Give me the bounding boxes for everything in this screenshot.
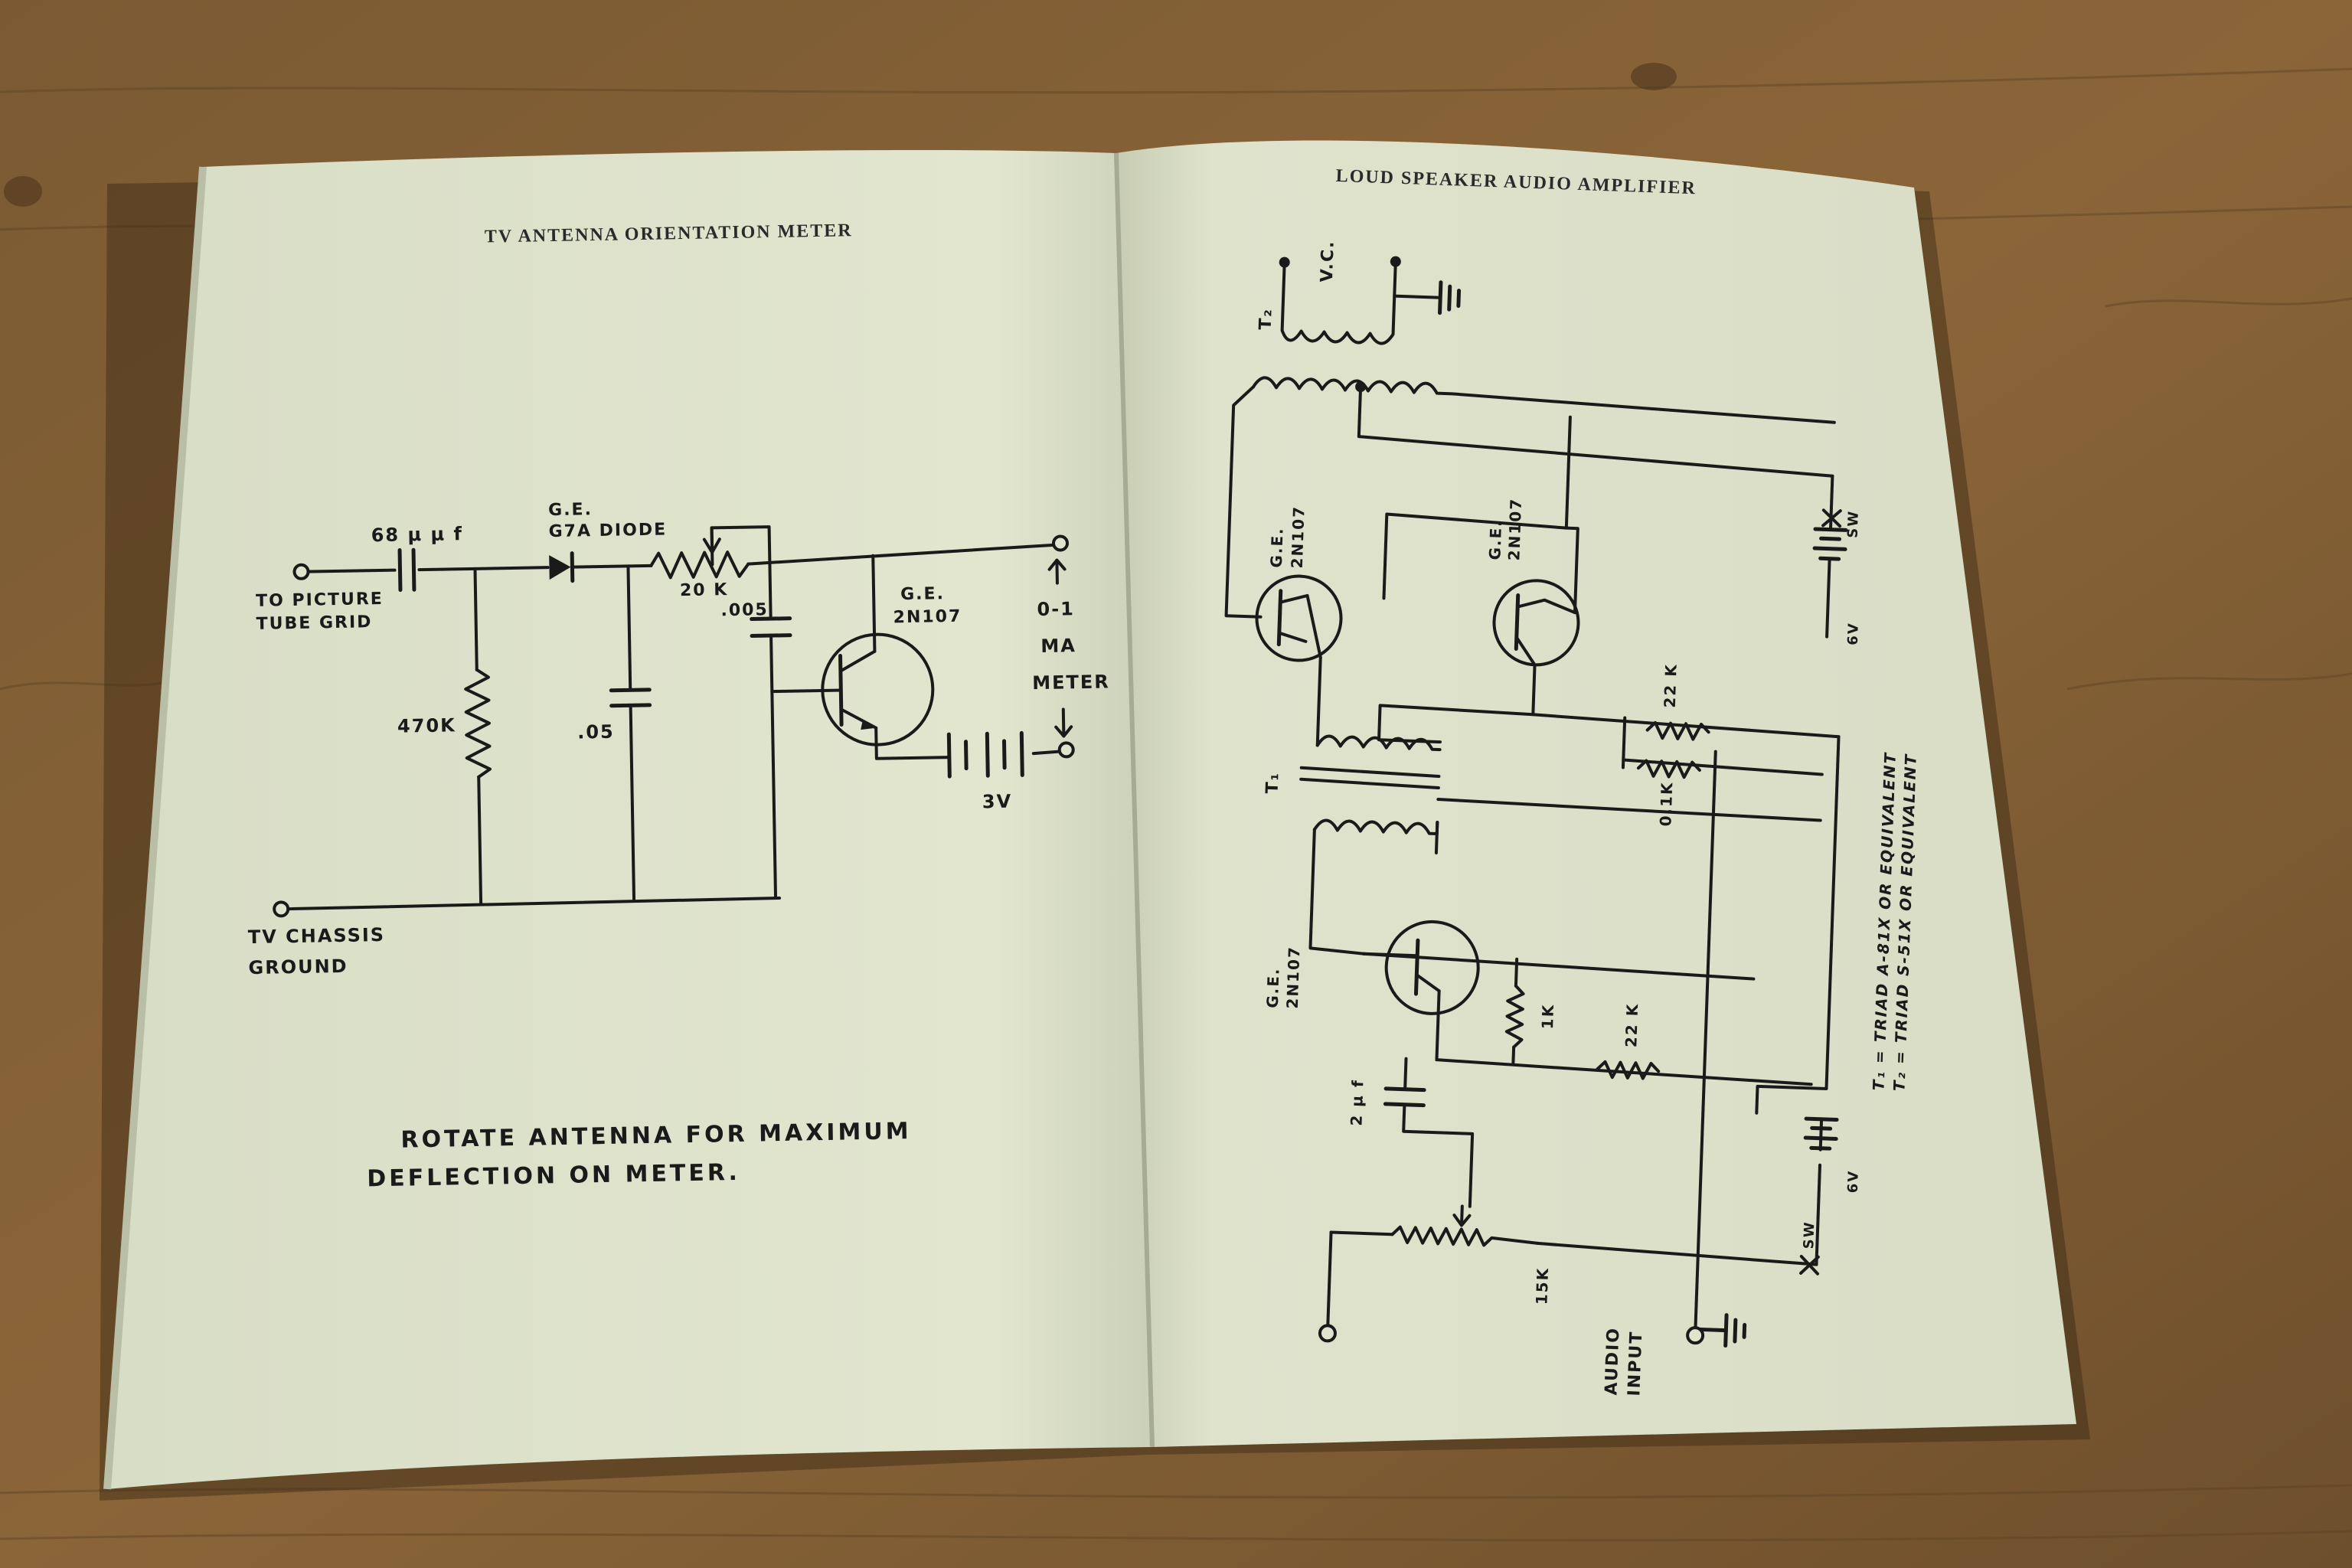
label-1k: 1K (1538, 1003, 1557, 1029)
note-line-2: DEFLECTION ON METER. (367, 1159, 740, 1193)
wood-knot (1631, 63, 1677, 90)
pot-15k-wiper (1452, 1204, 1472, 1227)
label-ge-transistor: G.E. (900, 584, 945, 604)
label-6v-a: 6V (1845, 622, 1862, 645)
resistor-0-1k (1636, 759, 1701, 779)
label-0-1k: 0.1K (1656, 781, 1676, 827)
capacitor-005 (750, 616, 792, 639)
capacitor-05 (609, 688, 652, 708)
label-470k: 470K (397, 714, 456, 737)
left-page-edges (103, 166, 207, 1490)
label-15k: 15K (1532, 1266, 1552, 1305)
label-q2-brand: G.E. (1485, 519, 1505, 560)
book-gutter (1114, 152, 1155, 1448)
label-to-picture: TO PICTURE (256, 590, 384, 611)
label-tv-chassis: TV CHASSIS (248, 924, 386, 948)
amp-wires (1224, 385, 1841, 1331)
potentiometer-15k (1390, 1225, 1540, 1247)
capacitor-68uuf (397, 547, 416, 593)
terminals (273, 534, 1075, 918)
label-t1: T₁ (1263, 771, 1282, 794)
pot-wiper (702, 526, 721, 554)
meter-arrows (1047, 558, 1073, 738)
label-22k-b: 22 K (1622, 1002, 1642, 1047)
label-meter: METER (1032, 671, 1110, 694)
label-68uuf: 68 µ µ f (371, 523, 463, 546)
label-q2-model: 2N107 (1504, 498, 1525, 561)
label-2n107: 2N107 (893, 607, 962, 628)
label-q1-model: 2N107 (1288, 505, 1308, 569)
resistor-22k-b (1596, 1060, 1661, 1080)
switch-a (1821, 508, 1842, 528)
transformer-t2 (1252, 263, 1836, 424)
left-wires (286, 525, 1062, 911)
label-tube-grid: TUBE GRID (256, 612, 372, 634)
label-q3-model: 2N107 (1283, 946, 1304, 1009)
battery-6v-a (1812, 527, 1848, 561)
label-input: INPUT (1625, 1330, 1646, 1396)
label-sw-a: SW (1845, 510, 1862, 539)
label-22k-a: 22 K (1661, 663, 1681, 708)
ground-symbol-t2 (1438, 280, 1462, 315)
transistor-q1 (1255, 574, 1343, 662)
label-t2: T₂ (1256, 308, 1276, 331)
label-ge-diode: G.E. (548, 500, 593, 520)
left-page (107, 150, 1152, 1489)
capacitor-2uf (1383, 1086, 1426, 1108)
battery-6v-b (1803, 1116, 1839, 1151)
transformer-t1 (1299, 734, 1442, 836)
label-audio: AUDIO (1602, 1327, 1623, 1396)
label-sw-b: SW (1801, 1220, 1818, 1250)
wood-knot (4, 176, 42, 207)
label-ma: MA (1040, 635, 1076, 657)
label-05: .05 (577, 721, 615, 743)
potentiometer-20k (649, 550, 750, 580)
label-q3-brand: G.E. (1263, 967, 1283, 1008)
label-0-1: 0-1 (1037, 598, 1075, 620)
label-q1-brand: G.E. (1267, 527, 1287, 568)
resistor-22k-a (1645, 720, 1710, 741)
transistor-2n107 (820, 632, 935, 746)
input-terminals (1318, 1324, 1705, 1345)
resistor-1k (1504, 984, 1525, 1049)
resistor-470k (464, 668, 492, 779)
transistor-q2 (1492, 579, 1580, 667)
transistor-q3 (1362, 920, 1480, 1015)
label-3v: 3V (982, 791, 1013, 813)
right-page (1116, 140, 2076, 1448)
label-g7a-diode: G7A DIODE (548, 520, 667, 541)
label-20k: 20 K (680, 580, 729, 600)
label-vc: V.C. (1318, 240, 1338, 283)
label-2uf: 2 µ f (1347, 1079, 1367, 1126)
diode-g7a (549, 551, 575, 583)
label-005: .005 (720, 600, 769, 620)
label-6v-b: 6V (1845, 1169, 1862, 1193)
battery-3v (946, 730, 1024, 779)
switch-b (1799, 1254, 1820, 1276)
label-ground: GROUND (248, 956, 348, 978)
